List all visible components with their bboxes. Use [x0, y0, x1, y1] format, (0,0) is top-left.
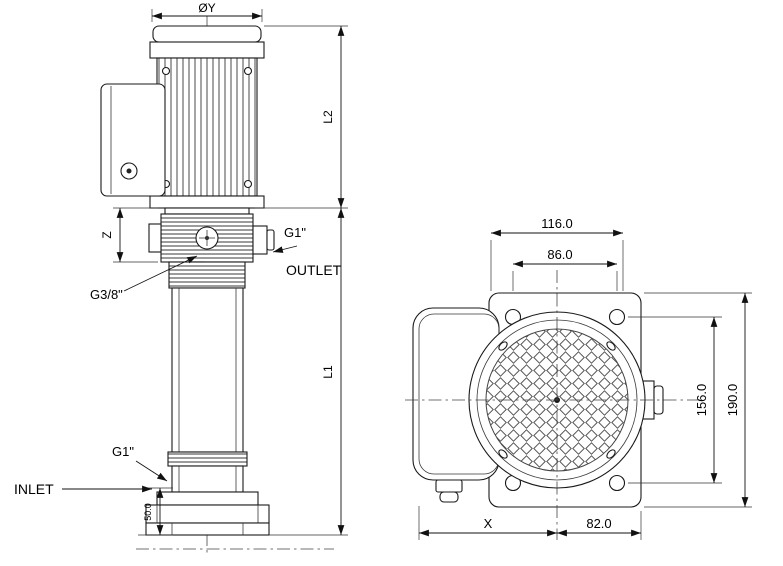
- column: [167, 261, 248, 493]
- clamp-band: [167, 451, 248, 467]
- dim-label-x: X: [484, 516, 493, 531]
- drain-callout: G3/8": [90, 255, 198, 302]
- cover-clip: [498, 449, 508, 459]
- dim-label-z: Z: [100, 231, 114, 238]
- cover-clip: [606, 449, 616, 459]
- side-view: ØY L2 L1 Z 50.0: [14, 1, 348, 556]
- outlet-thread-label: G1": [284, 225, 306, 240]
- dimension-z: Z: [100, 207, 158, 263]
- dim-label-156: 156.0: [694, 384, 709, 417]
- bolt-hole-top-right: [608, 308, 626, 326]
- inlet-label: INLET: [14, 481, 54, 497]
- cover-clip: [606, 341, 616, 351]
- motor-flange: [149, 195, 265, 209]
- dimension-l1: L1: [269, 208, 348, 536]
- terminal-box-side: [100, 83, 166, 197]
- dimension-156: 156.0: [628, 316, 722, 484]
- dim-label-190: 190.0: [725, 384, 740, 417]
- dimension-116: 116.0: [490, 216, 624, 291]
- dimension-l2: L2: [255, 25, 348, 209]
- drain-thread-label: G3/8": [90, 287, 123, 302]
- base: [145, 491, 270, 536]
- dim-label-l2: L2: [321, 110, 335, 124]
- dim-label-l1: L1: [321, 365, 335, 379]
- dim-label-86: 86.0: [547, 247, 572, 262]
- bolt-hole-bottom-right: [608, 474, 626, 492]
- dimension-86: 86.0: [512, 247, 618, 291]
- dimension-x: X: [418, 506, 557, 540]
- outlet-label: OUTLET: [286, 262, 342, 278]
- pump-head: [148, 207, 275, 269]
- top-view: 116.0 86.0 156.0 190.0 X: [405, 216, 752, 540]
- dim-label-oy: ØY: [198, 1, 215, 15]
- chamber-stack: [168, 261, 246, 289]
- inlet-thread-label: G1": [112, 444, 134, 459]
- dim-label-116: 116.0: [541, 216, 573, 231]
- dimension-oy: ØY: [151, 1, 263, 22]
- motor: [149, 25, 265, 209]
- outlet-port: [252, 225, 268, 255]
- outlet-callout: G1" OUTLET: [272, 225, 342, 278]
- inlet-callout: G1" INLET: [14, 444, 168, 497]
- dimension-82: 82.0: [557, 511, 642, 540]
- dim-label-50: 50.0: [143, 503, 153, 521]
- cable-gland-top: [435, 479, 463, 493]
- cover-clip: [498, 341, 508, 351]
- dimension-190: 190.0: [644, 292, 752, 508]
- dim-label-82: 82.0: [586, 516, 611, 531]
